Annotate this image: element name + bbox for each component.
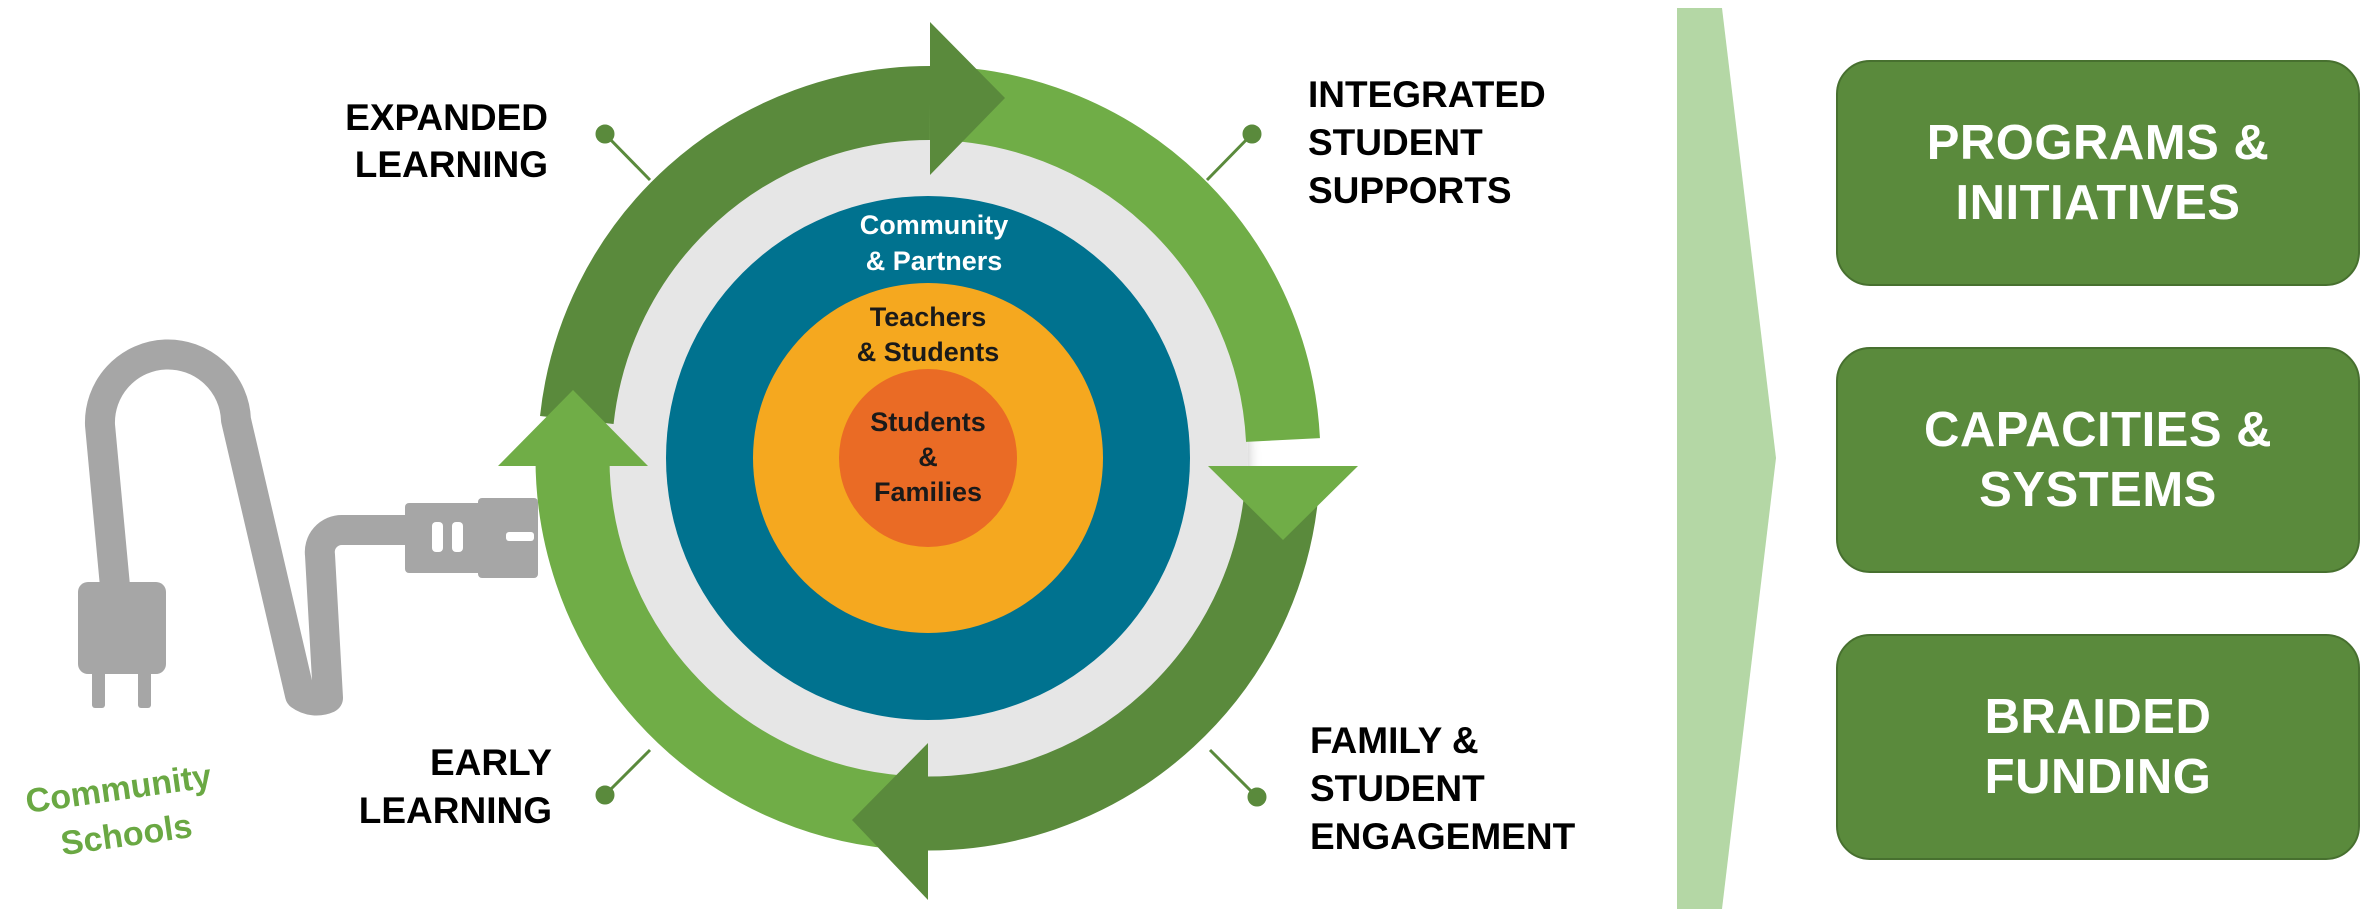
outcome-programs-line2: INITIATIVES	[1955, 176, 2241, 230]
arrowhead-top	[930, 22, 1005, 175]
leader-line-integrated	[1205, 132, 1254, 182]
label-family-1: FAMILY &	[1310, 720, 1479, 761]
outcome-programs-line1: PROGRAMS &	[1926, 116, 2270, 170]
arrowhead-left	[498, 390, 648, 466]
label-family-3: ENGAGEMENT	[1310, 816, 1576, 857]
label-expanded-2: LEARNING	[355, 144, 548, 185]
ring-label-community-1: Community	[860, 210, 1009, 240]
arc-bottom-left	[535, 438, 913, 850]
plug-icon	[78, 339, 538, 716]
ring-label-students-2: &	[918, 442, 938, 472]
arc-bottom-right	[908, 468, 1320, 851]
leader-line-early	[603, 748, 652, 797]
outcome-capacities-line2: SYSTEMS	[1979, 463, 2217, 517]
leader-line-family	[1208, 748, 1259, 799]
outcome-box-funding: BRAIDED FUNDING	[1836, 634, 2360, 860]
label-integrated-1: INTEGRATED	[1308, 74, 1546, 115]
outcome-box-capacities: CAPACITIES & SYSTEMS	[1836, 347, 2360, 573]
outcome-funding-line2: FUNDING	[1984, 750, 2212, 804]
arrowhead-right	[1208, 466, 1358, 540]
chevron-arrow	[1677, 8, 1776, 909]
outcome-capacities-line1: CAPACITIES &	[1923, 403, 2273, 457]
leader-lines	[595, 124, 1267, 807]
label-integrated-3: SUPPORTS	[1308, 170, 1512, 211]
label-integrated-2: STUDENT	[1308, 122, 1483, 163]
plug-label-2: Schools	[58, 807, 194, 863]
ring-label-teachers-1: Teachers	[870, 302, 987, 332]
leader-dot-expanded	[595, 124, 615, 144]
arc-top-right	[929, 66, 1320, 443]
ring-students-families	[839, 369, 1017, 547]
label-expanded-1: EXPANDED	[345, 97, 548, 138]
ring-label-students-3: Families	[874, 477, 982, 507]
label-family-2: STUDENT	[1310, 768, 1485, 809]
arc-top-left	[540, 66, 931, 425]
arrowhead-bottom	[852, 743, 928, 900]
leader-dot-family	[1247, 787, 1267, 807]
leader-dot-integrated	[1242, 124, 1262, 144]
leader-line-expanded	[603, 132, 652, 182]
ring-label-teachers-2: & Students	[857, 337, 1000, 367]
outcome-funding-line1: BRAIDED	[1984, 690, 2212, 744]
label-early-2: LEARNING	[359, 790, 552, 831]
label-early-1: EARLY	[430, 742, 552, 783]
outcome-box-programs: PROGRAMS & INITIATIVES	[1836, 60, 2360, 286]
cycle-arrows	[535, 66, 1320, 851]
ring-label-students-1: Students	[870, 407, 986, 437]
ring-label-community-2: & Partners	[866, 246, 1003, 276]
leader-dot-early	[595, 785, 615, 805]
